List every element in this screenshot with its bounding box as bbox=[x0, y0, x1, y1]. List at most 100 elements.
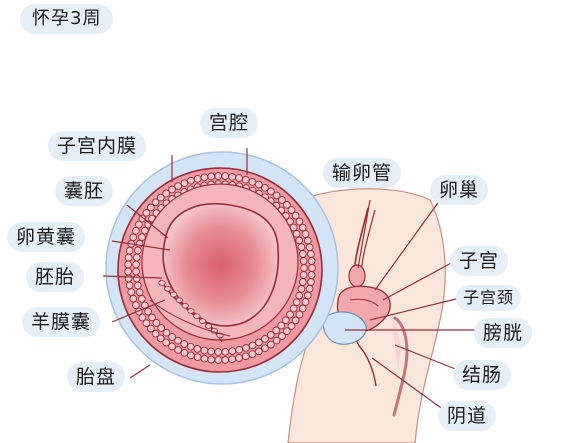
endometrium-gland bbox=[138, 313, 147, 322]
endometrium-gland bbox=[248, 341, 257, 350]
endometrium-gland bbox=[221, 172, 230, 180]
endometrium-gland bbox=[148, 313, 156, 322]
endometrium-gland bbox=[235, 354, 243, 362]
endometrium-gland bbox=[228, 355, 237, 364]
endometrium-gland bbox=[200, 346, 209, 355]
label-rectum: 结肠 bbox=[453, 360, 512, 390]
endometrium-gland bbox=[168, 342, 176, 351]
endometrium-gland bbox=[305, 243, 314, 252]
label-uterine-cavity: 宫腔 bbox=[200, 108, 259, 138]
label-bladder: 膀胱 bbox=[474, 318, 533, 348]
endometrium-ring bbox=[124, 172, 316, 364]
endometrium-gland bbox=[214, 172, 223, 180]
endometrium-gland bbox=[132, 301, 140, 310]
endometrium-gland bbox=[146, 203, 155, 212]
endometrium-gland bbox=[124, 253, 133, 262]
endometrium-gland bbox=[193, 345, 202, 353]
endometrium-gland bbox=[235, 174, 243, 182]
endometrium-gland bbox=[124, 260, 132, 269]
embryo-segment bbox=[158, 280, 166, 286]
endometrium-gland bbox=[157, 324, 166, 332]
endometrium-gland bbox=[299, 271, 308, 279]
label-placenta: 胎盘 bbox=[67, 362, 126, 392]
endometrium-gland bbox=[135, 220, 143, 229]
endometrium-gland bbox=[295, 310, 304, 319]
page-title: 怀孕3周 bbox=[20, 4, 114, 34]
endometrium-gland bbox=[278, 196, 286, 204]
endometrium-gland bbox=[305, 284, 314, 293]
endometrium-gland bbox=[301, 298, 310, 306]
endometrium-gland bbox=[267, 340, 275, 349]
endometrium-gland bbox=[248, 178, 257, 186]
endometrium-gland bbox=[298, 278, 307, 286]
endometrium-gland bbox=[307, 250, 315, 258]
endometrium-gland bbox=[187, 351, 195, 360]
endometrium-gland bbox=[235, 345, 244, 354]
endometrium-gland bbox=[168, 333, 176, 341]
endometrium-gland bbox=[303, 236, 312, 245]
embryo-segment bbox=[175, 297, 183, 304]
endometrium-gland bbox=[207, 355, 216, 364]
endometrium-gland bbox=[287, 322, 296, 330]
endometrium-gland bbox=[162, 338, 171, 347]
endometrium-gland bbox=[278, 332, 286, 340]
endometrium-gland bbox=[133, 246, 142, 255]
endometrium-gland bbox=[133, 281, 142, 290]
endometrium-gland bbox=[261, 335, 269, 343]
endometrium-gland bbox=[307, 271, 316, 279]
endometrium-gland bbox=[138, 214, 147, 223]
endometrium-gland bbox=[138, 233, 146, 241]
endometrium-gland bbox=[125, 246, 134, 255]
embryo-segment bbox=[193, 313, 201, 319]
endometrium-gland bbox=[180, 340, 189, 348]
endometrium-gland bbox=[138, 295, 146, 303]
endometrium-gland bbox=[248, 350, 257, 358]
endometrium-gland bbox=[287, 206, 296, 214]
endometrium-gland bbox=[299, 257, 308, 265]
endometrium-gland bbox=[297, 285, 306, 293]
endometrium-gland bbox=[125, 281, 134, 290]
uterine-cavity bbox=[162, 203, 280, 327]
label-vagina: 阴道 bbox=[438, 401, 497, 431]
endometrium-gland bbox=[241, 352, 250, 361]
endometrium-gland bbox=[272, 336, 281, 345]
endometrium-gland bbox=[214, 348, 223, 356]
endometrium-gland bbox=[295, 291, 304, 300]
endometrium-gland bbox=[281, 316, 290, 325]
vagina-shape bbox=[363, 351, 377, 387]
endometrium-gland bbox=[261, 183, 269, 192]
endometrium-gland bbox=[254, 180, 263, 189]
embryo-segments bbox=[158, 280, 224, 339]
endometrium-gland bbox=[266, 331, 275, 339]
endometrium-gland bbox=[267, 187, 275, 196]
endometrium-gland bbox=[132, 260, 140, 269]
endometrium-gland bbox=[307, 257, 316, 265]
endometrium-gland bbox=[162, 189, 171, 198]
endometrium-gland bbox=[174, 182, 182, 190]
endometrium-gland bbox=[228, 347, 237, 355]
endometrium-gland bbox=[272, 191, 281, 200]
endometrium-gland bbox=[146, 324, 155, 333]
endometrium-gland bbox=[289, 304, 298, 313]
endometrium-gland bbox=[303, 291, 312, 300]
endometrium-gland bbox=[286, 310, 294, 319]
endometrium-gland bbox=[300, 264, 308, 272]
endometrium-gland bbox=[291, 316, 300, 325]
endometrium-gland bbox=[124, 267, 132, 276]
endometrium-gland bbox=[174, 346, 182, 354]
endometrium-gland bbox=[221, 347, 230, 356]
endometrium-gland bbox=[200, 173, 209, 182]
endometrium-gland bbox=[142, 208, 151, 217]
rectum-shape bbox=[392, 316, 409, 417]
endometrium-gland bbox=[261, 344, 269, 353]
endometrium-gland bbox=[193, 353, 202, 362]
amniotic-sac bbox=[149, 299, 231, 337]
endometrium-gland bbox=[151, 198, 160, 207]
endometrium-gland bbox=[127, 288, 136, 296]
endometrium-gland bbox=[156, 193, 165, 202]
label-uterus: 子宫 bbox=[450, 246, 509, 276]
endometrium-gland bbox=[193, 174, 202, 183]
endometrium-gland bbox=[162, 328, 171, 337]
embryo-segment bbox=[181, 302, 189, 309]
